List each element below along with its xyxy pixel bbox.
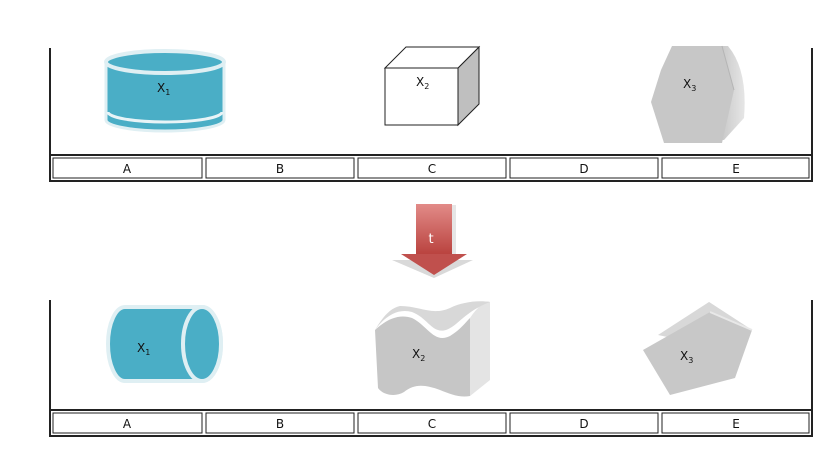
arrow-time-label: t bbox=[428, 232, 433, 247]
cell-label-d: D bbox=[579, 162, 588, 176]
x2-subscript: 2 bbox=[420, 354, 425, 363]
panel-before: A B C D E X1 X2 X3 bbox=[49, 45, 813, 182]
cell-label-a: A bbox=[123, 162, 132, 176]
cell-label-b: B bbox=[276, 162, 284, 176]
cell-label-c: C bbox=[428, 417, 436, 431]
cell-label-a: A bbox=[123, 417, 132, 431]
x1-subscript: 1 bbox=[145, 348, 150, 357]
svg-text:X2: X2 bbox=[416, 75, 429, 91]
cell-label-e: E bbox=[732, 417, 740, 431]
svg-text:X2: X2 bbox=[412, 347, 425, 363]
position-strip: A B C D E bbox=[49, 409, 813, 437]
svg-text:X1: X1 bbox=[157, 81, 170, 97]
down-arrow-icon: t bbox=[392, 204, 473, 278]
panel-after: A B C D E X1 X2 X3 bbox=[49, 300, 813, 437]
cell-label-c: C bbox=[428, 162, 436, 176]
x2-subscript: 2 bbox=[424, 82, 429, 91]
object-x1-cylinder: X1 bbox=[104, 49, 226, 133]
x3-label: X bbox=[683, 77, 691, 91]
x3-subscript: 3 bbox=[691, 84, 696, 93]
cell-label-b: B bbox=[276, 417, 284, 431]
x2-label: X bbox=[416, 75, 424, 89]
position-strip: A B C D E bbox=[49, 154, 813, 182]
cell-label-d: D bbox=[579, 417, 588, 431]
svg-text:X1: X1 bbox=[137, 341, 150, 357]
x1-subscript: 1 bbox=[165, 88, 170, 97]
x3-subscript: 3 bbox=[688, 356, 693, 365]
svg-text:X3: X3 bbox=[683, 77, 696, 93]
x1-label: X bbox=[157, 81, 165, 95]
object-x2-wavy-block: X2 bbox=[375, 301, 490, 397]
object-x1-lying-cylinder: X1 bbox=[106, 305, 223, 383]
object-x3-hexagonal-prism: X3 bbox=[651, 45, 745, 143]
object-x2-cube: X2 bbox=[383, 45, 481, 127]
x1-label: X bbox=[137, 341, 145, 355]
object-x3-pentagonal-prism: X3 bbox=[643, 302, 753, 395]
x2-label: X bbox=[412, 347, 420, 361]
x3-label: X bbox=[680, 349, 688, 363]
svg-text:X3: X3 bbox=[680, 349, 693, 365]
cell-label-e: E bbox=[732, 162, 740, 176]
